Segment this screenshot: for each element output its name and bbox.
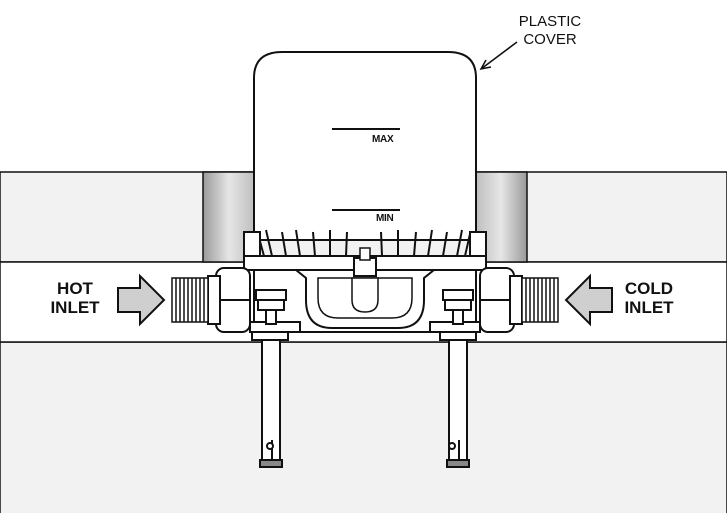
plastic-cover-label-line1: PLASTIC	[518, 13, 582, 30]
center-screw	[359, 247, 371, 261]
min-mark-label: MIN	[376, 213, 394, 224]
cold-inlet-label-line2: INLET	[624, 298, 674, 317]
hex-fitting-left	[207, 267, 251, 333]
hot-inlet-label-line2: INLET	[50, 298, 100, 317]
threaded-pipe-left	[171, 277, 209, 323]
hot-inlet-label-line1: HOT	[57, 279, 93, 298]
hot-inlet-arrow-icon	[117, 273, 166, 327]
anchor-bolt-right	[439, 289, 477, 468]
hot-inlet-label: HOT INLET	[40, 280, 110, 318]
plastic-cover	[253, 51, 477, 241]
cold-inlet-label: COLD INLET	[614, 280, 684, 318]
threaded-pipe-right	[521, 277, 559, 323]
housing-slot	[351, 277, 379, 313]
max-mark-label: MAX	[372, 134, 394, 145]
anchor-bolt-left	[251, 289, 289, 468]
plastic-cover-label-line2: COVER	[523, 31, 577, 48]
cold-inlet-arrow-icon	[564, 273, 613, 327]
hex-fitting-right	[479, 267, 523, 333]
callout-arrow	[479, 41, 518, 71]
plastic-cover-label: PLASTIC COVER	[495, 14, 605, 50]
cooling-fins	[257, 229, 471, 257]
floor-slab	[0, 341, 727, 513]
cold-inlet-label-line1: COLD	[624, 279, 674, 298]
